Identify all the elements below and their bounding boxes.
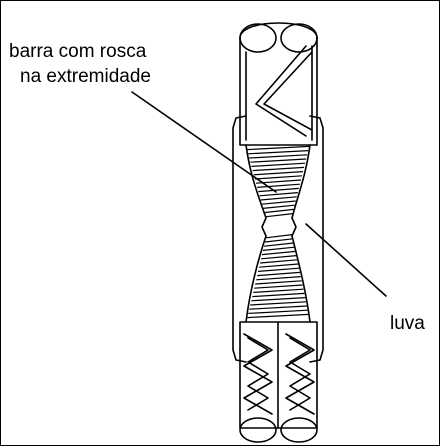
thread-ridge [250, 158, 307, 163]
thread-ridge [254, 284, 303, 289]
bar-label-line-2: na extremidade [20, 66, 151, 87]
center-gap [261, 217, 297, 237]
thread-ridge [258, 187, 299, 193]
sleeve-label: luva [390, 313, 425, 334]
lower-bar-end-right [280, 417, 318, 443]
leader-line-sleeve [305, 223, 387, 297]
thread-ridge [265, 213, 293, 218]
leader-line-bar [131, 91, 277, 193]
thread-ridge [265, 234, 293, 239]
thread-ridge [259, 192, 298, 197]
thread-ridge [260, 196, 297, 201]
thread-ridge [256, 276, 301, 281]
thread-ridge [261, 255, 297, 260]
thread-ridge [257, 183, 300, 188]
thread-ridge [248, 309, 308, 314]
lower-bar-rib-right [285, 333, 315, 415]
thread-ridge [250, 301, 307, 306]
thread-ridge [252, 166, 305, 172]
upper-bar-end-left [239, 23, 277, 53]
lower-bar-end-left [239, 417, 277, 443]
thread-ridge [261, 250, 296, 256]
thread-ridge [253, 288, 304, 293]
thread-ridge [258, 267, 300, 272]
upper-bar-body [239, 37, 318, 146]
thread-ridge [264, 208, 294, 214]
thread-ridge [247, 150, 309, 155]
thread-ridge [259, 263, 299, 268]
thread-ridge [255, 280, 302, 285]
thread-ridge [263, 242, 294, 247]
thread-ridge [249, 154, 308, 159]
thread-ridge [260, 259, 298, 264]
thread-ridge [262, 204, 295, 209]
thread-ridge [247, 313, 309, 319]
lower-bar-rib-left [243, 333, 273, 415]
upper-thread [245, 144, 311, 219]
lower-thread [245, 235, 311, 323]
thread-ridge [257, 271, 301, 277]
thread-ridge [262, 246, 295, 251]
thread-ridge [249, 305, 308, 310]
thread-ridge [252, 292, 305, 298]
thread-ridge [254, 175, 303, 180]
thread-ridge [264, 238, 293, 243]
thread-ridge [253, 171, 304, 176]
upper-bar-rib [255, 45, 307, 137]
thread-ridge [246, 145, 310, 151]
thread-ridge [251, 297, 306, 302]
thread-ridge [255, 179, 302, 184]
thread-ridge [251, 162, 306, 167]
thread-ridge [261, 200, 296, 205]
bar-label-line-1: barra com rosca [9, 41, 147, 62]
